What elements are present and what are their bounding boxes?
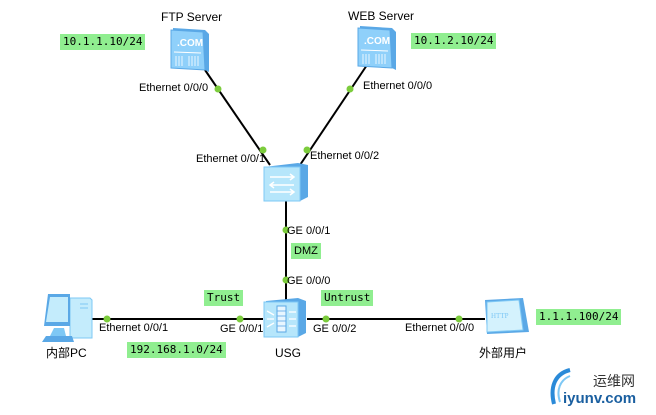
link-ftp-switch <box>204 69 271 166</box>
port-dot-usg-trust <box>236 315 244 323</box>
port-dot-external <box>455 315 463 323</box>
internal-subnet-tag: 192.168.1.0/24 <box>127 342 226 358</box>
watermark-cn: 运维网 <box>593 373 635 389</box>
ftp-ip-tag: 10.1.1.10/24 <box>60 34 146 50</box>
watermark-en: iyunv.com <box>563 390 637 407</box>
port-dot-ftp <box>214 85 222 93</box>
ftp-server-icon[interactable]: .COM <box>169 26 211 74</box>
external-port-label: Ethernet 0/0/0 <box>405 322 475 334</box>
switch-icon[interactable] <box>262 161 310 203</box>
web-ip-tag: 10.1.2.10/24 <box>411 33 497 49</box>
external-ip-tag: 1.1.1.100/24 <box>536 309 622 325</box>
port-dot-usg-untrust <box>322 315 330 323</box>
untrust-zone-tag: Untrust <box>321 290 374 306</box>
web-badge: .COM <box>364 36 390 47</box>
usg-untrust-port-label: GE 0/0/2 <box>313 323 357 335</box>
port-dot-switch-ge <box>282 226 290 234</box>
trust-zone-tag: Trust <box>204 290 244 306</box>
usg-dmz-port-label: GE 0/0/0 <box>287 275 331 287</box>
external-user-label: 外部用户 <box>479 346 528 360</box>
pc-port-label: Ethernet 0/0/1 <box>99 322 169 334</box>
usg-trust-port-label: GE 0/0/1 <box>220 323 264 335</box>
internal-pc-icon[interactable] <box>40 292 96 346</box>
web-port-label: Ethernet 0/0/0 <box>363 80 433 92</box>
port-dot-usg-dmz <box>282 276 290 284</box>
web-server-icon[interactable]: .COM <box>356 24 398 72</box>
switch-port-2-label: Ethernet 0/0/2 <box>310 150 380 162</box>
ftp-port-label: Ethernet 0/0/0 <box>139 82 209 94</box>
port-dot-web <box>346 85 354 93</box>
switch-uplink-label: GE 0/0/1 <box>287 225 331 237</box>
dmz-zone-tag: DMZ <box>291 243 321 259</box>
watermark-logo-icon <box>550 368 571 405</box>
switch-port-1-label: Ethernet 0/0/1 <box>196 153 266 165</box>
external-user-icon[interactable]: HTTP <box>483 296 533 338</box>
usg-label: USG <box>275 346 302 360</box>
link-web-switch <box>299 64 368 166</box>
http-screen-text: HTTP <box>491 312 509 320</box>
ftp-server-label: FTP Server <box>161 10 223 24</box>
web-server-label: WEB Server <box>348 9 415 23</box>
port-dot-switch-2 <box>303 146 311 154</box>
internal-pc-label: 内部PC <box>46 346 87 360</box>
ftp-badge: .COM <box>177 38 203 49</box>
port-dot-pc <box>103 315 111 323</box>
usg-firewall-icon[interactable] <box>262 297 308 339</box>
port-dot-switch-1 <box>259 146 267 154</box>
